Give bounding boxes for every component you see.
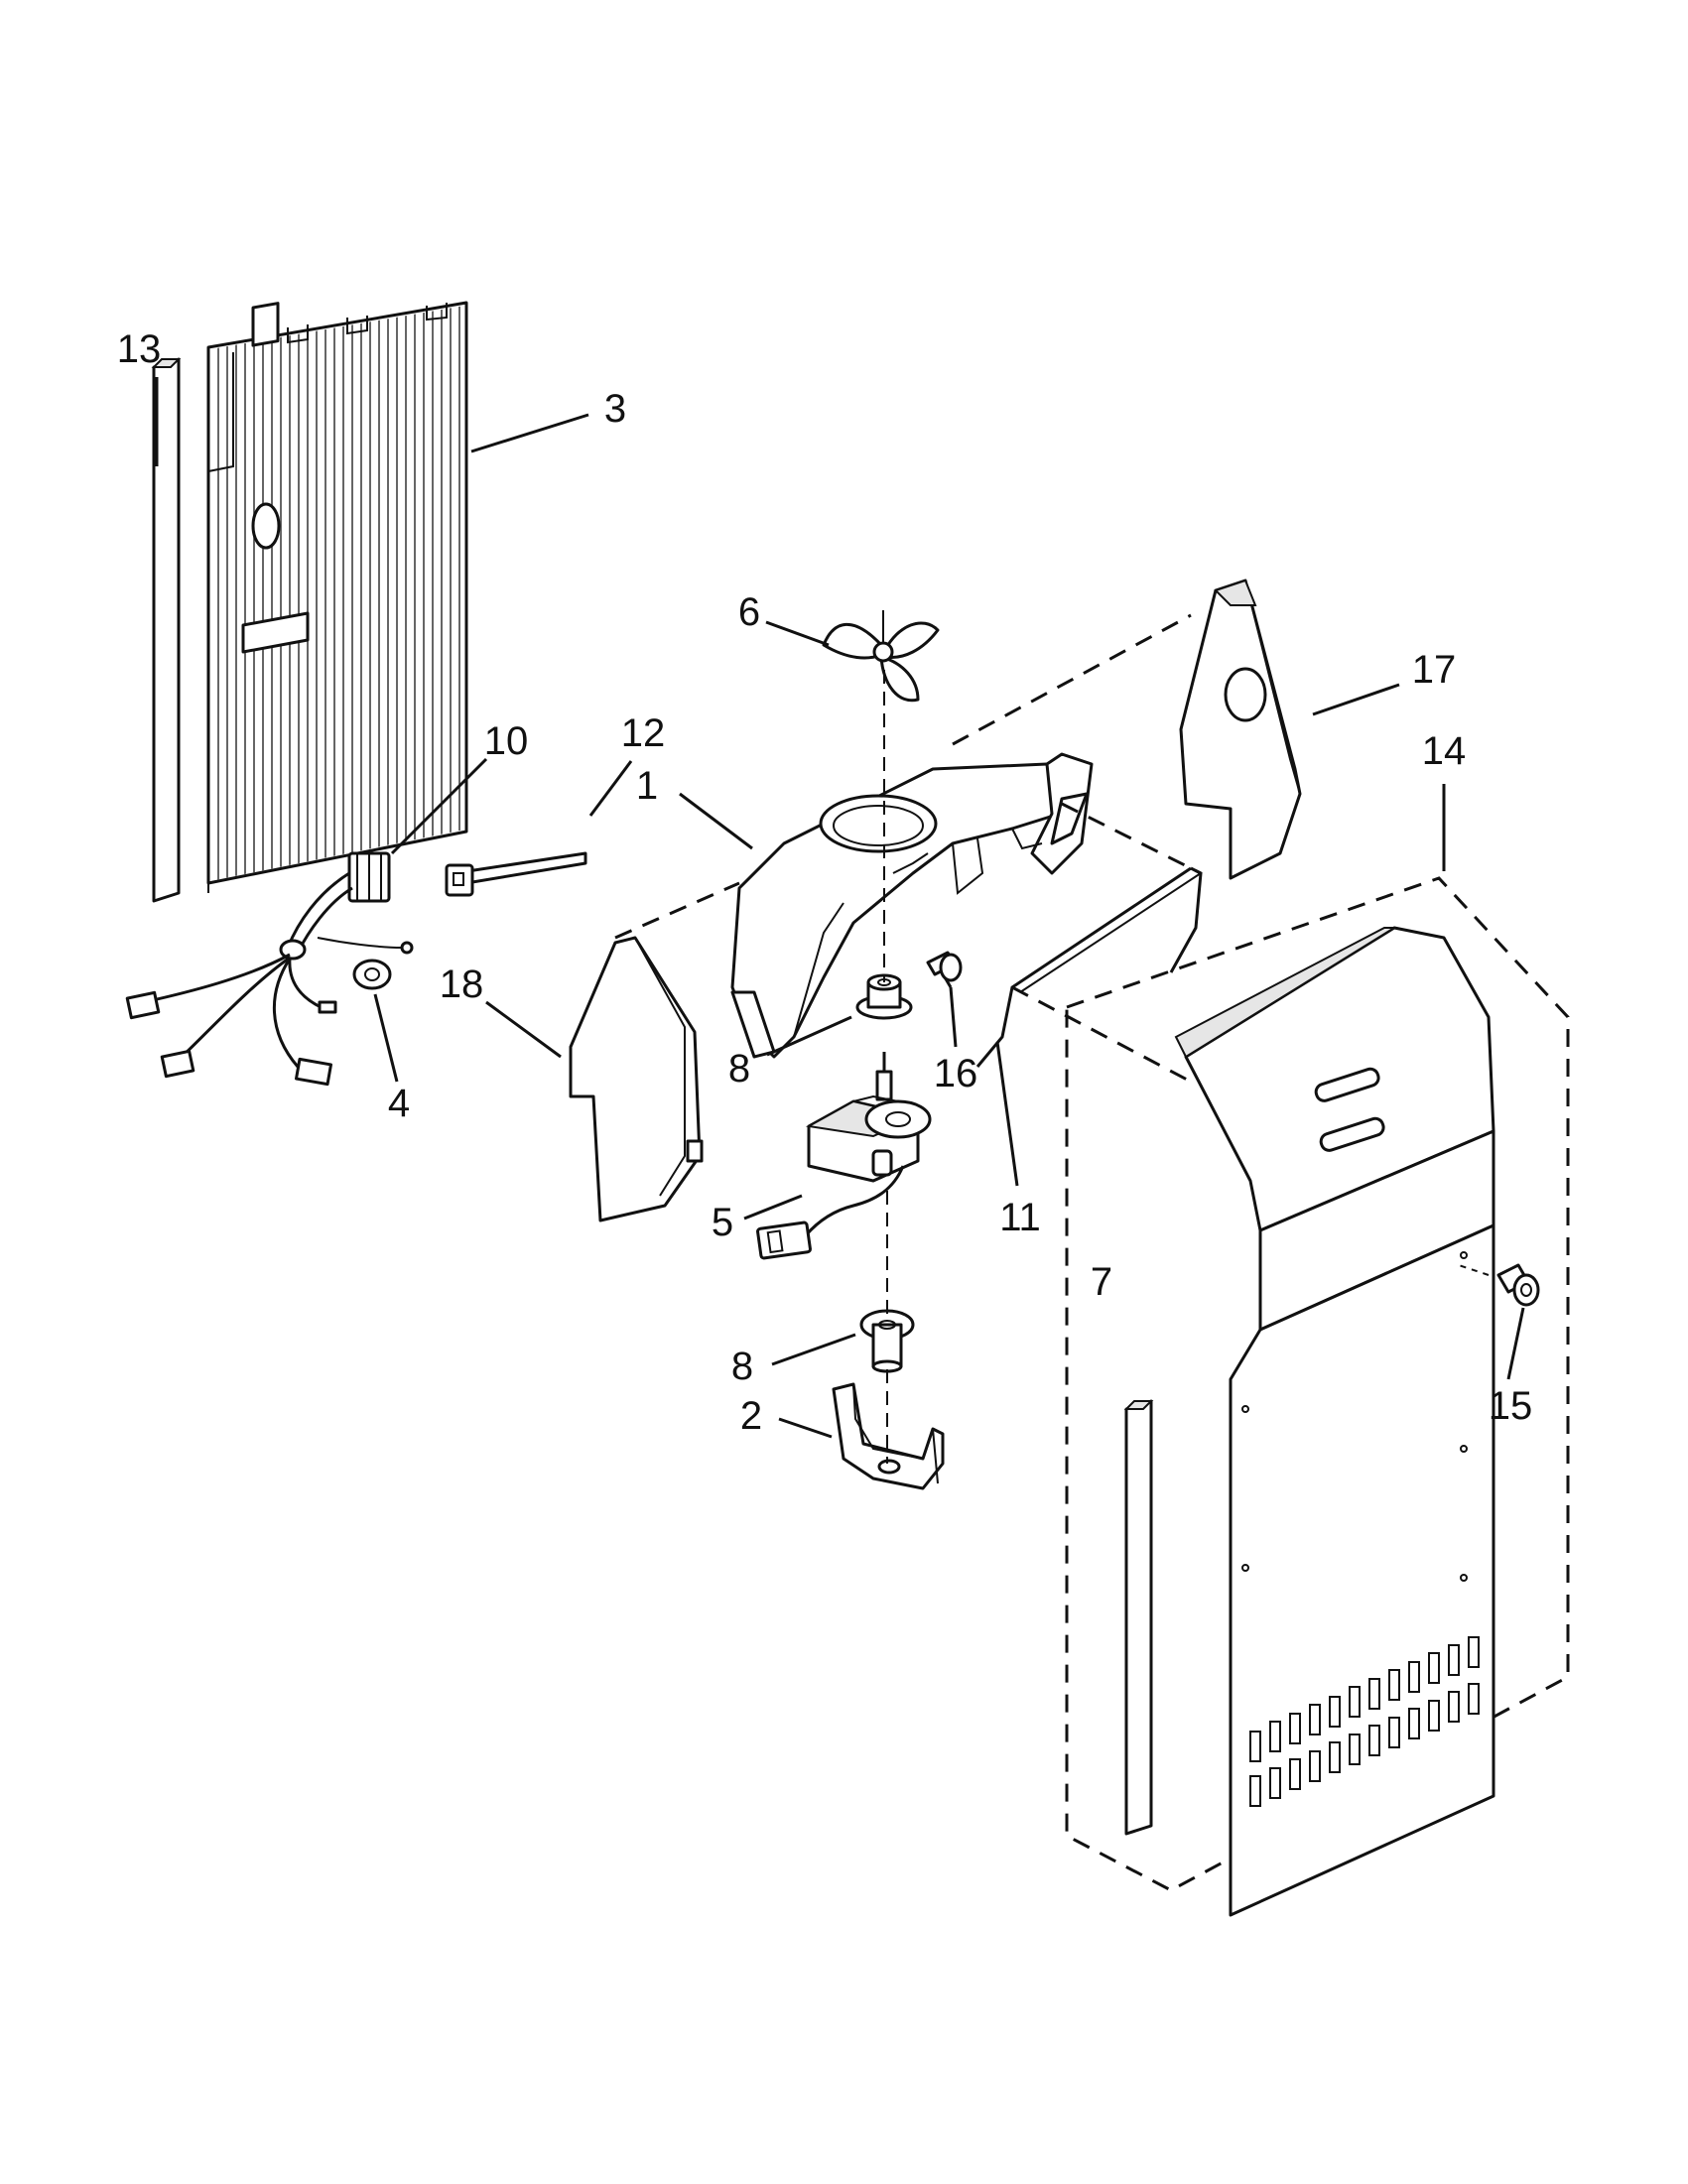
part-12-cable-tie [445,851,587,897]
callout-12: 12 [621,711,666,755]
callout-18: 18 [440,963,484,1006]
leader-17 [1312,683,1400,716]
leader-5 [743,1194,803,1220]
part-18-duct-cover-left [569,936,704,1222]
callout-7: 7 [1091,1260,1112,1304]
part-1-fan-housing [730,752,1094,1059]
callout-5: 5 [712,1201,733,1244]
part-16-screw [926,951,963,988]
part-10-wire-harness [125,851,414,1087]
leader-2 [778,1417,833,1439]
leader-10 [390,757,488,855]
leader-12 [588,760,633,817]
callout-2: 2 [740,1394,762,1438]
leader-4 [373,993,399,1083]
part-7-seal-strip [1123,1399,1154,1836]
part-6-fan-blade [822,610,940,703]
callout-8-upper: 8 [728,1047,750,1091]
leader-11 [995,1041,1019,1187]
callout-4: 4 [388,1082,410,1125]
part-8-lower-motor-mount [859,1309,915,1373]
leader-15 [1506,1307,1525,1380]
part-14-rear-panel-assembly [1065,876,1570,1917]
leader-6 [765,620,830,647]
leader-arrows [155,377,1525,1439]
callout-17: 17 [1412,648,1457,692]
callout-13: 13 [117,327,162,371]
alignment-lines [614,613,1490,1464]
part-8-upper-motor-mount [855,973,913,1020]
part-17-duct-cover-right [1179,578,1302,880]
callout-3: 3 [604,387,626,431]
leader-8b [771,1333,856,1366]
part-3-ribbed-panel [206,301,468,893]
callout-1: 1 [636,764,658,808]
part-13-seal-strip [151,357,182,903]
callout-8-lower: 8 [731,1345,753,1388]
callout-11: 11 [999,1196,1041,1239]
callout-16: 16 [934,1052,978,1095]
vent-slots [1249,1636,1480,1807]
part-2-bracket [832,1382,945,1490]
callout-15: 15 [1489,1384,1533,1428]
leader-1 [679,792,753,850]
part-5-fan-motor [756,1052,932,1260]
part-15-screw [1496,1263,1540,1307]
leader-18 [485,1000,562,1059]
leader-8a [766,1015,852,1057]
callouts: 13 3 6 10 12 1 17 14 18 4 16 8 5 11 7 8 … [117,327,1533,1438]
leader-16 [949,986,958,1048]
part-11-wire-bracket [975,866,1203,1068]
callout-6: 6 [738,590,760,634]
callout-10: 10 [484,719,529,763]
part-4-grommet [352,959,392,990]
callout-14: 14 [1422,729,1467,773]
leader-3 [470,413,589,453]
